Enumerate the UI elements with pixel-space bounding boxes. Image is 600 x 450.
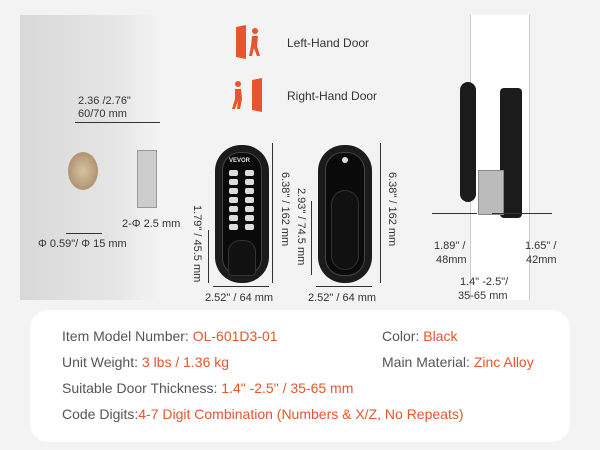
spec-model: Item Model Number: OL-601D3-01 xyxy=(62,328,278,344)
door-hole-illustration xyxy=(68,152,98,190)
side-right-mm-label: 42mm xyxy=(526,254,557,266)
front-keypad-lock-illustration: VEVOR xyxy=(215,145,269,283)
keypad-key xyxy=(229,179,238,185)
back-height-label: 6.38" / 162 mm xyxy=(386,172,398,247)
keypad-key xyxy=(245,215,254,221)
latch-plate-illustration xyxy=(137,150,157,208)
backset-mm-label: 60/70 mm xyxy=(78,108,127,120)
spec-color: Color: Black xyxy=(382,328,458,344)
side-back-lock-illustration xyxy=(500,88,522,218)
side-right-label: 1.65" / xyxy=(525,240,557,252)
front-width-label: 2.52" / 64 mm xyxy=(205,292,274,304)
keypad-key xyxy=(245,170,254,176)
side-left-label: 1.89" / xyxy=(434,240,466,252)
front-knob-height-label: 1.79" / 45.5 mm xyxy=(191,205,203,283)
dim-line xyxy=(432,213,477,214)
screw-label: 2-Φ 2.5 mm xyxy=(122,218,181,230)
keypad-key xyxy=(229,215,238,221)
keypad-key xyxy=(245,224,254,230)
keypad-key xyxy=(229,197,238,203)
keypad-key xyxy=(245,197,254,203)
door-thickness-mm-label: 35-65 mm xyxy=(458,290,508,302)
keypad-key xyxy=(229,170,238,176)
keypad-key xyxy=(245,179,254,185)
side-front-lock-illustration xyxy=(460,82,476,202)
specs-card: Item Model Number: OL-601D3-01 Color: Bl… xyxy=(30,310,570,442)
right-hand-door-icon xyxy=(230,78,262,112)
left-hand-door-label: Left-Hand Door xyxy=(287,36,370,50)
dim-line xyxy=(213,286,269,287)
back-inner-height-label: 2.93" / 74.5 mm xyxy=(295,188,307,266)
front-height-label: 6.38" / 162 mm xyxy=(279,172,291,247)
side-left-mm-label: 48mm xyxy=(436,254,467,266)
backset-label: 2.36 /2.76" xyxy=(78,95,131,107)
keypad-key xyxy=(229,188,238,194)
back-lock-illustration xyxy=(318,145,372,283)
brand-logo: VEVOR xyxy=(229,158,251,164)
back-width-label: 2.52" / 64 mm xyxy=(308,292,377,304)
dim-line xyxy=(75,122,160,123)
dim-line xyxy=(316,286,372,287)
keypad-key xyxy=(245,188,254,194)
dim-line xyxy=(311,201,312,275)
keypad-key xyxy=(229,206,238,212)
door-thickness-label: 1.4" -2.5"/ xyxy=(460,276,509,288)
dim-line xyxy=(66,233,102,234)
left-hand-door-icon xyxy=(236,25,262,59)
keypad-key xyxy=(229,224,238,230)
hole-diameter-label: Φ 0.59"/ Φ 15 mm xyxy=(38,238,127,250)
spec-material: Main Material: Zinc Alloy xyxy=(382,354,534,370)
side-latch-illustration xyxy=(478,170,504,215)
right-hand-door-label: Right-Hand Door xyxy=(287,89,378,103)
spec-weight: Unit Weight: 3 lbs / 1.36 kg xyxy=(62,354,230,370)
keypad-key xyxy=(245,206,254,212)
dim-line xyxy=(272,143,273,283)
dim-line xyxy=(208,230,209,283)
spec-door-thickness: Suitable Door Thickness: 1.4" -2.5" / 35… xyxy=(62,380,354,396)
dim-line xyxy=(380,143,381,283)
dim-line xyxy=(492,213,552,214)
spec-code-digits: Code Digits:4-7 Digit Combination (Numbe… xyxy=(62,406,464,422)
